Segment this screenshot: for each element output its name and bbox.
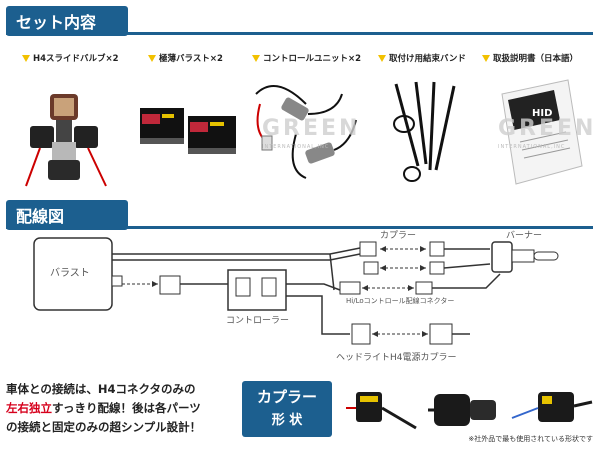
kit-item-manual: 取扱説明書（日本語） <box>482 52 578 64</box>
section-title-wiring: 配線図 <box>16 207 65 226</box>
section-header-wiring: 配線図 <box>6 200 593 230</box>
watermark-sub-2: INTERNATIONAL,INC <box>498 144 566 150</box>
manual-image: HID <box>501 79 583 185</box>
label-hilo-connector: Hi/Loコントロール配線コネクター <box>346 297 455 305</box>
label-headlight-coupler: ヘッドライトH4電源カプラー <box>336 353 457 363</box>
marker-icon <box>482 55 490 62</box>
ballast-image <box>140 108 236 154</box>
kit-item-cable-ties: 取付け用結束バンド <box>378 52 466 64</box>
description-line-3: の接続と固定のみの超シンプル設計！ <box>6 420 202 434</box>
wiring-diagram <box>33 237 559 345</box>
svg-text:HID: HID <box>532 108 552 119</box>
ballast-box <box>33 237 113 311</box>
kit-item-ballast: 極薄バラスト×2 <box>148 52 223 64</box>
marker-icon <box>22 55 30 62</box>
coupler-photo-2 <box>428 394 496 426</box>
bulb-image <box>25 94 107 187</box>
watermark-sub: INTERNATIONAL,INC <box>262 144 330 150</box>
watermark-logo: GREEN <box>262 116 361 141</box>
label-coupler: カプラー <box>380 231 417 241</box>
section-title-set-contents: セット内容 <box>16 13 97 32</box>
control-unit-image <box>255 85 357 179</box>
coupler-photo-3 <box>511 392 593 422</box>
marker-icon <box>148 55 156 62</box>
coupler-photo-1 <box>346 392 417 430</box>
marker-icon <box>252 55 260 62</box>
kit-item-control-unit: コントロールユニット×2 <box>252 52 361 64</box>
kit-item-bulbs: H4スライドバルブ×2 <box>22 52 119 64</box>
description-text: 車体との接続は、H4コネクタのみの 左右独立すっきり配線！後は各パーツ の接続と… <box>6 380 201 437</box>
coupler-shape-badge: カプラー 形 状 <box>242 381 332 437</box>
marker-icon <box>378 55 386 62</box>
cable-ties-image <box>393 81 456 182</box>
description-line-2: 左右独立すっきり配線！後は各パーツ <box>6 401 201 415</box>
label-ballast: バラスト <box>50 268 90 279</box>
description-line-1: 車体との接続は、H4コネクタのみの <box>6 382 196 396</box>
label-burner: バーナー <box>506 231 543 241</box>
watermark-logo-2: GREEN <box>498 116 597 141</box>
label-controller: コントローラー <box>226 316 290 326</box>
section-header-set-contents: セット内容 <box>6 6 593 36</box>
footnote: ※社外品で最も使用されている形状です <box>468 435 593 443</box>
description-highlight: 左右独立 <box>6 401 52 415</box>
